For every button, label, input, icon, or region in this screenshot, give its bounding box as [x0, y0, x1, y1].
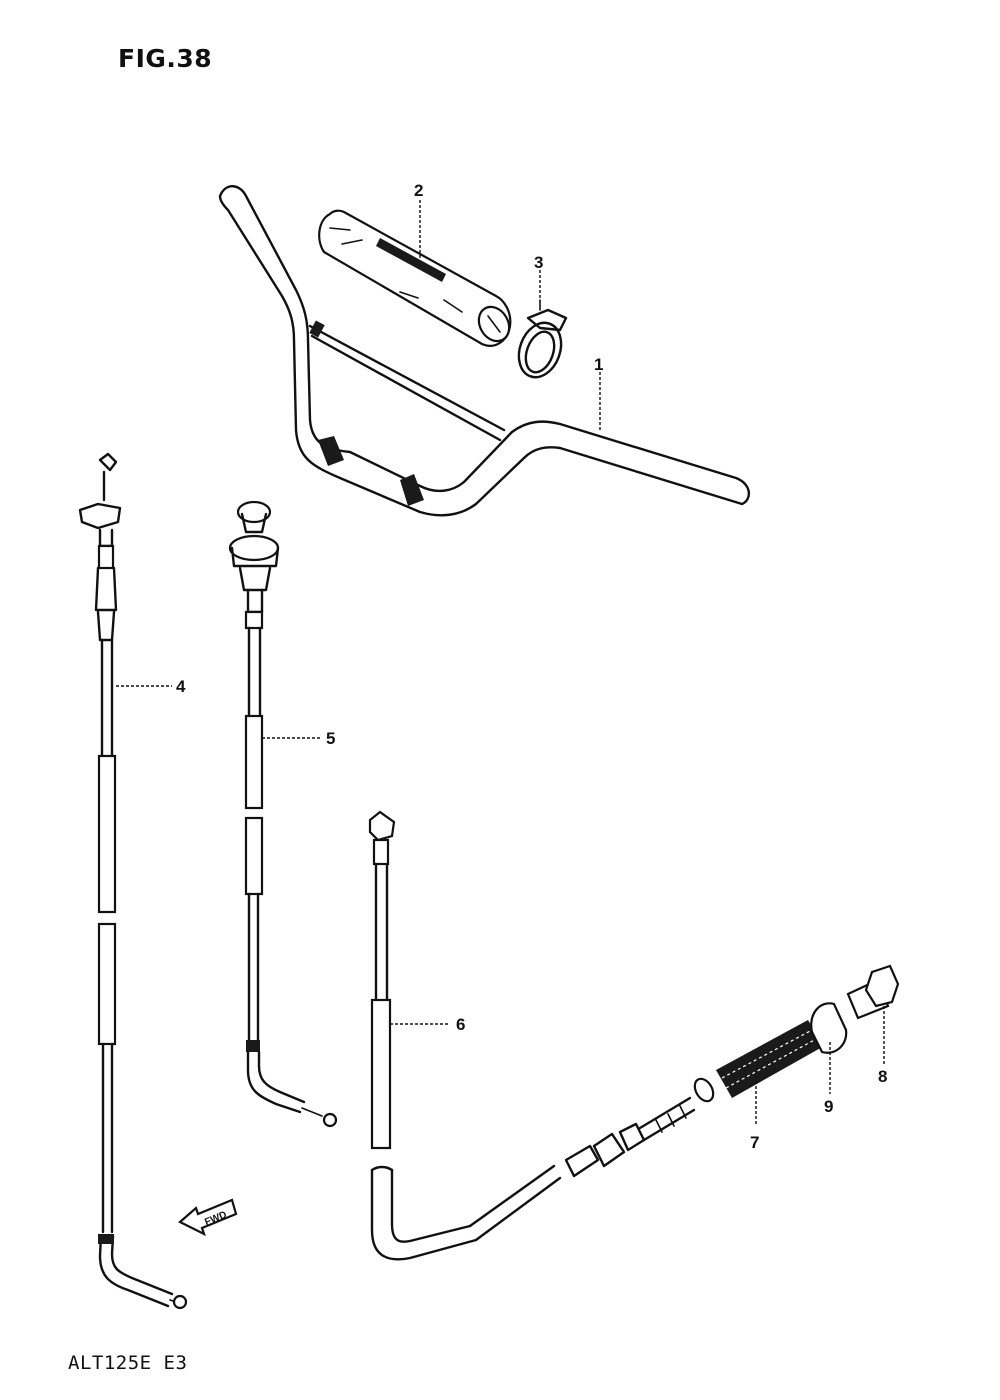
callout-label-9: 9	[824, 1097, 833, 1116]
throttle-cable-part-4[interactable]	[78, 452, 188, 1310]
clamp-part-3[interactable]	[512, 299, 569, 383]
handlebar-pad-part-2[interactable]	[318, 209, 515, 347]
callout-label-7: 7	[750, 1133, 759, 1152]
callout-1-label-2: 2	[414, 181, 423, 200]
figure-title: FIG.38	[118, 44, 213, 73]
forward-arrow-icon: FWD	[178, 1198, 238, 1237]
callout-label-6: 6	[456, 1015, 465, 1034]
callout-label-4: 4	[176, 677, 186, 696]
brake-cable-part-6[interactable]	[368, 810, 562, 1261]
callout-label-8: 8	[878, 1067, 887, 1086]
model-code: ALT125E E3	[68, 1352, 188, 1374]
callout-label-5: 5	[326, 729, 335, 748]
leader-lines	[116, 200, 885, 1126]
choke-cable-part-5[interactable]	[228, 500, 338, 1128]
adjuster-spring-part-7[interactable]	[564, 1020, 824, 1178]
handlebar-part-1[interactable]	[218, 185, 750, 517]
callout-label-3: 3	[534, 253, 543, 272]
bolt-part-8[interactable]	[846, 964, 900, 1020]
callout-label-1: 1	[594, 355, 603, 374]
